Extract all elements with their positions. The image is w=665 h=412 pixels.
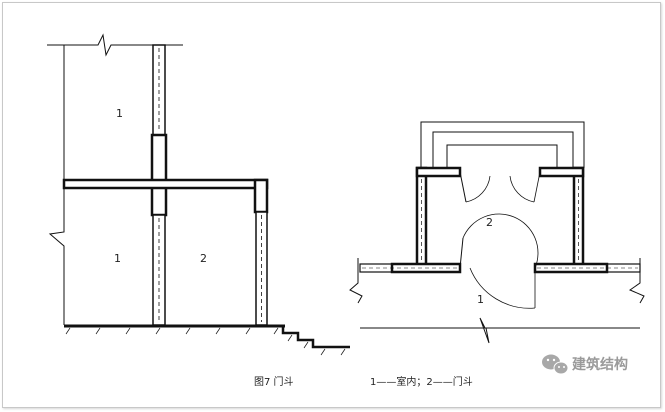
figure-caption: 图7 门斗	[254, 375, 294, 388]
figure-legend: 1——室内；2——门斗	[370, 375, 473, 388]
left-room-label-bottom: 1	[114, 252, 121, 265]
right-vestibule-label: 2	[486, 216, 493, 229]
figure-frame	[2, 2, 661, 408]
right-indoor-label: 1	[477, 293, 484, 306]
wechat-icon	[542, 354, 569, 375]
left-vestibule-label: 2	[200, 252, 207, 265]
left-room-label-top: 1	[116, 107, 123, 120]
right-plan-drawing	[349, 121, 645, 344]
watermark-text: 建筑结构	[572, 356, 628, 373]
left-section-drawing	[47, 33, 350, 356]
